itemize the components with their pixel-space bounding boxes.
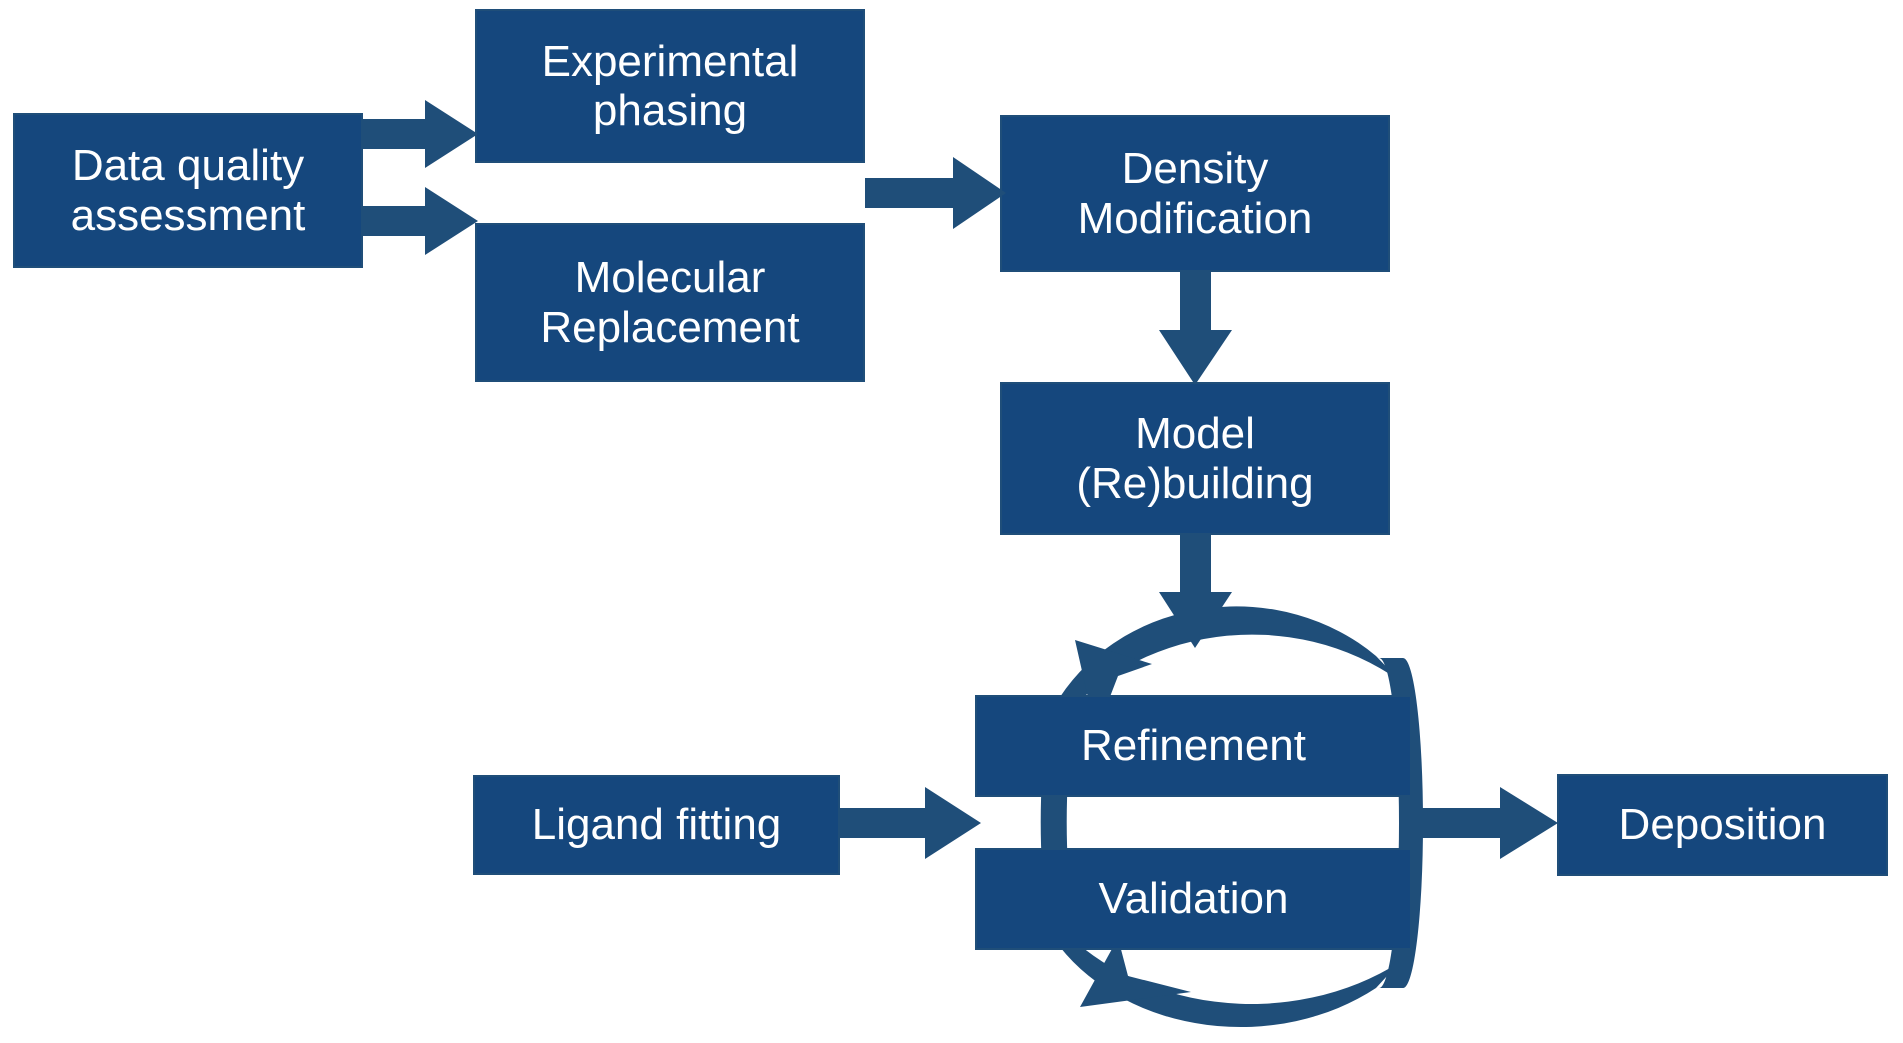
- node-model-rebuilding[interactable]: Model (Re)building: [1000, 382, 1390, 535]
- node-density-modification[interactable]: Density Modification: [1000, 115, 1390, 272]
- arrow-data-quality-to-molecular-replacement: [363, 187, 478, 255]
- arrow-cycle-to-deposition: [1405, 787, 1558, 859]
- cycle-ring-right: [1379, 658, 1423, 988]
- arrow-ligand-fitting-to-cycle: [840, 787, 981, 859]
- node-experimental-phasing[interactable]: Experimental phasing: [475, 9, 865, 163]
- node-refinement[interactable]: Refinement: [975, 695, 1412, 797]
- node-label-experimental-phasing: Experimental phasing: [541, 36, 799, 135]
- arrow-model-rebuilding-to-cycle: [1159, 535, 1232, 648]
- node-label-density-modification: Density Modification: [1077, 144, 1313, 243]
- arrow-phasing-to-density-modification: [865, 157, 1006, 229]
- node-molecular-replacement[interactable]: Molecular Replacement: [475, 223, 865, 382]
- node-label-refinement: Refinement: [1080, 721, 1306, 771]
- node-label-molecular-replacement: Molecular Replacement: [540, 253, 800, 352]
- node-validation[interactable]: Validation: [975, 848, 1412, 950]
- arrow-density-to-model-rebuilding: [1159, 272, 1232, 385]
- node-label-data-quality-assessment: Data quality assessment: [70, 141, 306, 240]
- node-label-deposition: Deposition: [1618, 800, 1827, 850]
- arrow-data-quality-to-experimental-phasing: [363, 100, 478, 168]
- node-data-quality-assessment[interactable]: Data quality assessment: [13, 113, 363, 268]
- node-label-validation: Validation: [1098, 874, 1289, 924]
- node-deposition[interactable]: Deposition: [1557, 774, 1888, 876]
- node-ligand-fitting[interactable]: Ligand fitting: [473, 775, 840, 875]
- node-label-ligand-fitting: Ligand fitting: [531, 800, 782, 850]
- cycle-arrow-bottom: [1052, 918, 1400, 1028]
- node-label-model-rebuilding: Model (Re)building: [1076, 409, 1314, 508]
